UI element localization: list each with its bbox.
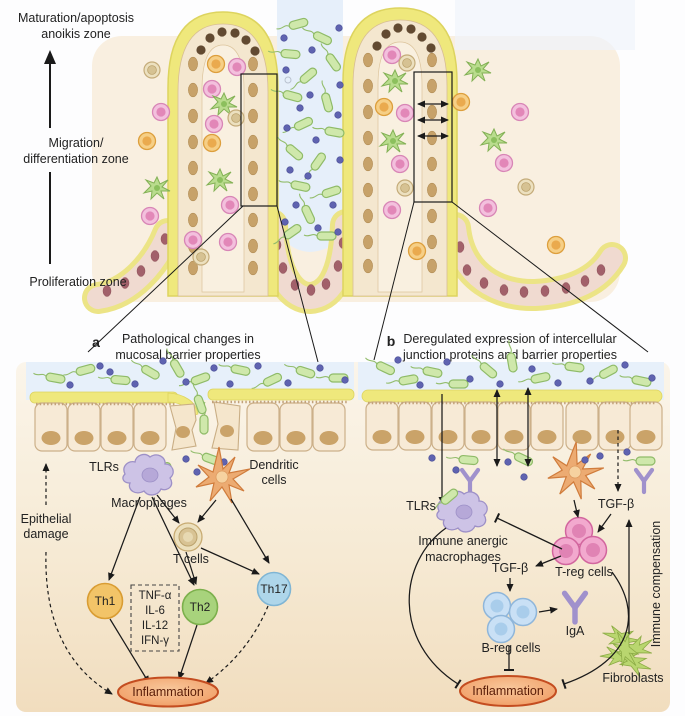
zone-label-maturation-1: Maturation/apoptosis xyxy=(18,11,134,25)
th2-label: Th2 xyxy=(190,600,211,614)
zoom-box-a xyxy=(240,73,278,207)
immune-anergic-label-2: macrophages xyxy=(425,550,501,564)
zone-axis: Maturation/apoptosis anoikis zone Migrat… xyxy=(18,11,134,289)
panel-b-tlrs-label: TLRs xyxy=(406,499,436,513)
iga-label: IgA xyxy=(566,624,585,638)
junction-arrows xyxy=(417,100,449,140)
cytokine-box: TNF-α IL-6 IL-12 IFN-γ xyxy=(130,584,180,652)
panel-b-title-1: Deregulated expression of intercellular xyxy=(403,332,616,346)
fibroblasts-label: Fibroblasts xyxy=(602,671,663,685)
macrophages-label: Macrophages xyxy=(111,496,187,510)
treg-cells-label: T-reg cells xyxy=(555,565,613,579)
panel-b-transport-arrows xyxy=(438,387,622,505)
th1-label: Th1 xyxy=(95,594,116,608)
immune-anergic-label-1: Immune anergic xyxy=(418,534,508,548)
lumen-tint xyxy=(455,0,635,50)
villi-overview: Maturation/apoptosis anoikis zone Migrat… xyxy=(18,0,649,363)
epithelial-damage-label-1: Epithelial xyxy=(21,512,72,526)
panel-a-title-1: Pathological changes in xyxy=(122,332,254,346)
breg-cluster xyxy=(482,591,538,644)
treg-cluster xyxy=(551,516,608,566)
th17-label: Th17 xyxy=(260,582,288,596)
panel-a-title-2: mucosal barrier properties xyxy=(115,348,260,362)
tgf-beta-epithelium-label: TGF-β xyxy=(598,497,634,511)
panel-b-mucus-layer xyxy=(361,389,663,403)
panel-a-key: a xyxy=(92,334,100,350)
callout-lines xyxy=(87,201,649,363)
inflammation-node-b: Inflammation xyxy=(459,675,557,707)
cytokine-il12: IL-12 xyxy=(142,620,168,632)
inflammation-label-a: Inflammation xyxy=(132,685,204,699)
zoom-box-b xyxy=(413,71,453,203)
panel-a: a Pathological changes in mucosal barrie… xyxy=(21,332,355,708)
breg-cells-label: B-reg cells xyxy=(481,641,540,655)
panel-b: b Deregulated expression of intercellula… xyxy=(361,332,664,707)
villus-right xyxy=(342,7,458,297)
dendritic-cells-label-1: Dendritic xyxy=(249,458,298,472)
zone-label-migration-2: differentiation zone xyxy=(23,152,128,166)
panel-a-arrows xyxy=(42,463,270,695)
zone-arrow-head xyxy=(44,50,56,64)
zone-label-maturation-2: anoikis zone xyxy=(41,27,111,41)
zone-label-proliferation: Proliferation zone xyxy=(29,275,126,289)
inflammation-node-a: Inflammation xyxy=(117,676,219,708)
villus-left xyxy=(167,11,279,297)
panel-b-epithelium xyxy=(365,401,663,451)
lumen-microbiota xyxy=(267,16,346,249)
t-cells-label: T cells xyxy=(173,552,209,566)
dendritic-cells-label-2: cells xyxy=(261,473,286,487)
immune-compensation-label: Immune compensation xyxy=(649,521,663,648)
th1-node: Th1 xyxy=(86,582,124,620)
zone-label-migration-1: Migration/ xyxy=(49,136,104,150)
inflammation-label-b: Inflammation xyxy=(472,684,544,698)
epithelial-damage-label-2: damage xyxy=(23,527,68,541)
th17-node: Th17 xyxy=(256,571,292,607)
cytokine-il6: IL-6 xyxy=(145,605,165,617)
cytokine-tnf: TNF-α xyxy=(139,590,172,602)
panel-a-tlrs-label: TLRs xyxy=(89,460,119,474)
panel-b-arrows xyxy=(408,499,633,690)
panel-b-key: b xyxy=(387,333,396,349)
tgf-beta-treg-label: TGF-β xyxy=(492,561,528,575)
th2-node: Th2 xyxy=(181,588,219,626)
cytokine-ifng: IFN-γ xyxy=(141,635,169,647)
t-cell xyxy=(173,522,203,552)
panel-a-epithelium xyxy=(34,400,348,452)
